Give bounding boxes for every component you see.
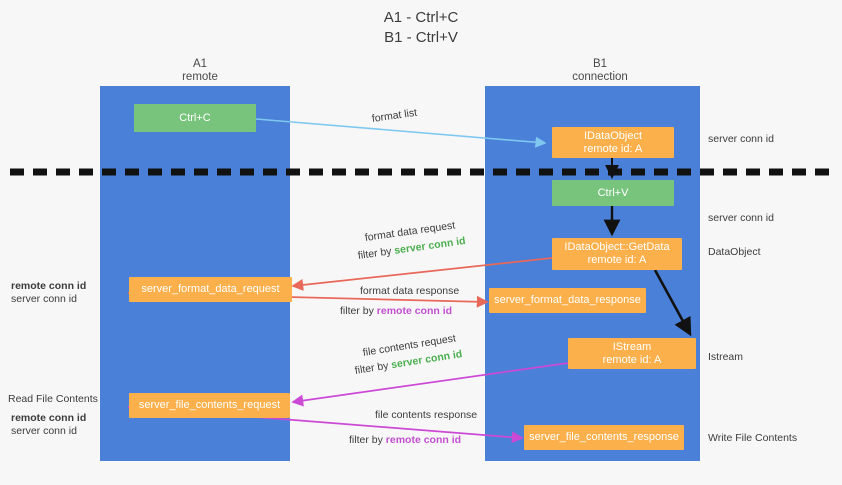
filter-prefix: filter by — [349, 434, 386, 446]
box-idataobject[interactable]: IDataObject remote id: A — [552, 127, 674, 158]
box-idataobject-line2: remote id: A — [583, 142, 643, 155]
column-header-b1-sub: connection — [572, 71, 628, 83]
box-istream-line1: IStream — [612, 340, 652, 353]
box-ctrl-c[interactable]: Ctrl+C — [134, 104, 256, 132]
box-server-file-contents-request-label: server_file_contents_request — [138, 399, 281, 411]
box-server-format-data-request-label: server_format_data_request — [141, 283, 280, 295]
column-header-a1-name: A1 — [192, 58, 208, 70]
label-server-conn-id-mid: server conn id — [708, 212, 774, 224]
filter-prefix: filter by — [357, 244, 396, 262]
box-server-file-contents-response-label: server_file_contents_response — [529, 431, 679, 443]
label-server-conn-id-1: server conn id — [11, 293, 77, 305]
label-format-list: format list — [371, 106, 418, 125]
column-header-b1-name: B1 — [592, 58, 608, 70]
label-istream: Istream — [708, 351, 744, 363]
filter-prefix: filter by — [340, 305, 377, 317]
box-server-format-data-request[interactable]: server_format_data_request — [129, 277, 292, 302]
box-server-file-contents-response[interactable]: server_file_contents_response — [524, 425, 684, 450]
filter-prefix: filter by — [353, 359, 393, 377]
box-getdata-line1: IDataObject::GetData — [564, 241, 670, 253]
label-file-contents-response-filter: filter by remote conn id — [349, 434, 461, 447]
box-istream-line2: remote id: A — [602, 353, 662, 366]
title-line-1: A1 - Ctrl+C — [383, 9, 459, 26]
box-idataobject-getdata[interactable]: IDataObject::GetData remote id: A — [552, 238, 682, 270]
box-ctrl-v[interactable]: Ctrl+V — [552, 180, 674, 206]
box-ctrl-c-label: Ctrl+C — [179, 111, 211, 124]
column-header-b1: B1 connection — [535, 58, 665, 84]
filter-value-remote-conn-id: remote conn id — [385, 434, 462, 446]
label-format-data-response: format data response — [360, 285, 460, 297]
diagram-title: A1 - Ctrl+C B1 - Ctrl+V — [0, 8, 842, 48]
box-server-file-contents-request[interactable]: server_file_contents_request — [129, 393, 290, 418]
box-getdata-line2: remote id: A — [587, 254, 647, 266]
label-format-data-response-filter: filter by remote conn id — [340, 305, 452, 318]
label-dataobject: DataObject — [708, 246, 761, 258]
filter-value-remote-conn-id: remote conn id — [376, 305, 453, 317]
box-server-format-data-response[interactable]: server_format_data_response — [489, 288, 646, 313]
label-write-file-contents: Write File Contents — [708, 432, 798, 444]
box-ctrl-v-label: Ctrl+V — [597, 186, 629, 199]
label-remote-conn-id-1: remote conn id — [11, 280, 87, 292]
label-server-conn-id-top: server conn id — [708, 133, 774, 145]
box-server-format-data-response-label: server_format_data_response — [494, 294, 641, 306]
label-file-contents-response: file contents response — [375, 409, 478, 421]
column-header-a1: A1 remote — [140, 58, 260, 84]
column-header-a1-sub: remote — [182, 71, 218, 83]
box-istream[interactable]: IStream remote id: A — [568, 338, 696, 369]
label-remote-conn-id-2: remote conn id — [11, 412, 87, 424]
label-read-file-contents: Read File Contents — [8, 393, 98, 405]
box-idataobject-line1: IDataObject — [583, 129, 643, 142]
label-server-conn-id-2: server conn id — [11, 425, 77, 437]
title-line-2: B1 - Ctrl+V — [384, 29, 458, 46]
